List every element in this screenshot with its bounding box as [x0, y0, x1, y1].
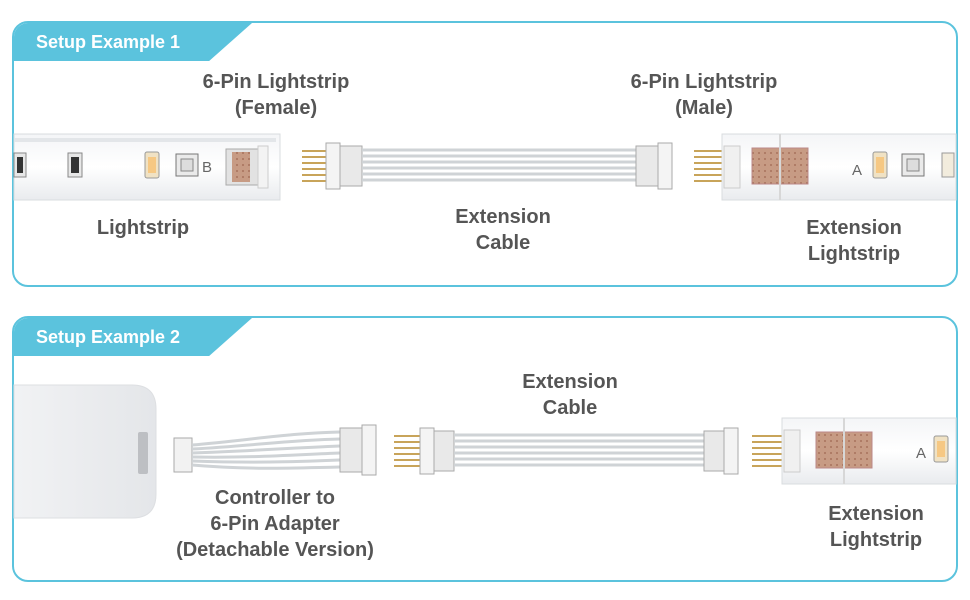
rgb-led [901, 153, 925, 177]
extension-lightstrip-2: A [752, 417, 957, 485]
led-chip [13, 152, 27, 178]
female-connector-pins [225, 145, 269, 189]
extension-cable-label-2: Extension Cable [522, 371, 618, 419]
extension-lightstrip-label-2: Extension Lightstrip [828, 503, 924, 551]
extension-cable-label-1: Extension Cable [455, 206, 551, 254]
male-lightstrip-label: 6-Pin Lightstrip (Male) [630, 71, 778, 119]
warm-led [933, 435, 949, 463]
strip-mark-a: A [916, 445, 926, 462]
cable-left-plug [302, 142, 363, 190]
controller-box [13, 384, 157, 519]
strip-mark-a: A [852, 162, 862, 179]
extension-cable-2 [394, 427, 739, 475]
warm-led [144, 151, 160, 179]
led-chip [941, 152, 955, 178]
controller-adapter-cable [173, 424, 377, 476]
cable-right-plug [635, 142, 673, 190]
female-lightstrip-label: 6-Pin Lightstrip (Female) [202, 71, 350, 119]
extension-lightstrip-label-1: Extension Lightstrip [806, 217, 902, 265]
lightstrip-label: Lightstrip [96, 217, 190, 239]
rgb-led [175, 153, 199, 177]
male-extension-lightstrip: A [694, 133, 957, 201]
resistor [67, 152, 83, 178]
setup-example-1-tab: Setup Example 1 [14, 23, 252, 61]
extension-cable-1 [302, 142, 673, 190]
setup-example-2-tab: Setup Example 2 [14, 318, 252, 356]
female-lightstrip: B [13, 133, 281, 201]
warm-led [872, 151, 888, 179]
controller-adapter-label: Controller to 6-Pin Adapter (Detachable … [176, 487, 374, 561]
strip-mark-b: B [202, 159, 212, 176]
